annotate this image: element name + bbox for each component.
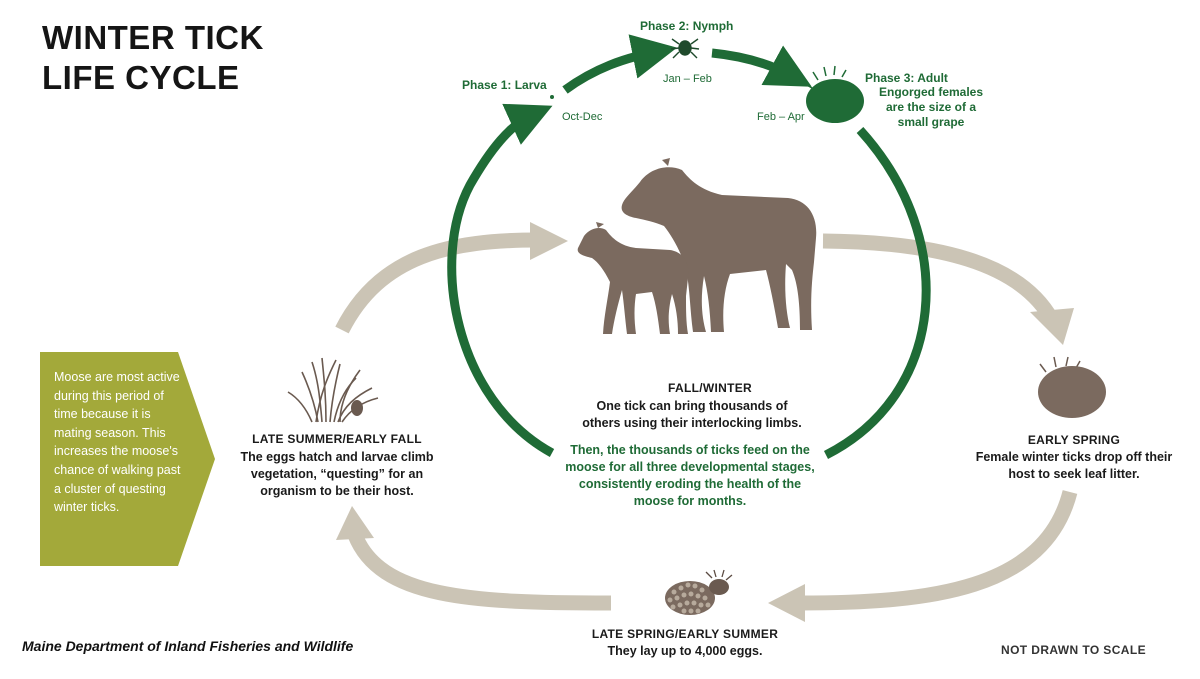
- arrow-fall-to-early-spring: [822, 233, 1059, 324]
- title-line-1: WINTER TICK: [42, 19, 264, 56]
- green-arc-top-left: [562, 34, 678, 94]
- source-credit: Maine Department of Inland Fisheries and…: [22, 638, 354, 654]
- late-summer-title: LATE SUMMER/EARLY FALL: [252, 432, 422, 446]
- fall-winter-title: FALL/WINTER: [668, 381, 752, 395]
- late-summer-description: The eggs hatch and larvae climb vegetati…: [240, 450, 434, 498]
- scale-note: NOT DRAWN TO SCALE: [1001, 643, 1146, 657]
- egg-cluster-icon: [665, 569, 733, 615]
- late-spring-description: They lay up to 4,000 eggs.: [607, 644, 763, 658]
- green-arc-top-right: [711, 45, 812, 87]
- title-line-2: LIFE CYCLE: [42, 59, 240, 96]
- arrow-late-summer-to-fall: [335, 232, 539, 334]
- questing-tick-on-grass-icon: [351, 400, 363, 416]
- mating-season-note-text: Moose are most active during this period…: [54, 370, 181, 515]
- phase-1-label: Phase 1: Larva: [462, 78, 547, 92]
- arrow-early-spring-to-late-spring: [799, 490, 1078, 611]
- phase-2-label: Phase 2: Nymph: [640, 19, 734, 33]
- diagram-title: WINTER TICK LIFE CYCLE: [42, 18, 264, 98]
- fall-winter-detail: Then, the thousands of ticks feed on the…: [565, 443, 815, 508]
- dropped-female-tick-icon: [1038, 356, 1106, 418]
- green-arc-left: [447, 103, 555, 457]
- green-arc-right: [823, 126, 931, 460]
- phase-3-date: Feb – Apr: [757, 111, 805, 123]
- outer-arrowheads: [336, 222, 1074, 622]
- outer-cycle-arrows: [335, 232, 1078, 611]
- late-spring-title: LATE SPRING/EARLY SUMMER: [591, 627, 779, 641]
- engorged-adult-tick-icon: [804, 65, 864, 123]
- nymph-tick-icon: [670, 38, 700, 59]
- early-spring-description: Female winter ticks drop off their host …: [975, 450, 1173, 481]
- moose-cow-icon: [621, 158, 817, 332]
- mating-season-note-box: [40, 352, 215, 566]
- grass-vegetation-icon: [287, 357, 379, 423]
- phase-3-label: Phase 3: Adult: [865, 71, 948, 85]
- moose-calf-icon: [577, 222, 689, 334]
- phase-1-date: Oct-Dec: [562, 111, 603, 123]
- arrow-late-spring-to-late-summer: [348, 531, 612, 611]
- phase-2-date: Jan – Feb: [663, 73, 712, 85]
- fall-winter-description: One tick can bring thousands of others u…: [582, 399, 802, 430]
- early-spring-title: EARLY SPRING: [1027, 433, 1121, 447]
- inner-cycle: [447, 34, 931, 460]
- larva-dot-icon: [550, 95, 554, 99]
- phase-3-description: Engorged females are the size of a small…: [878, 85, 984, 129]
